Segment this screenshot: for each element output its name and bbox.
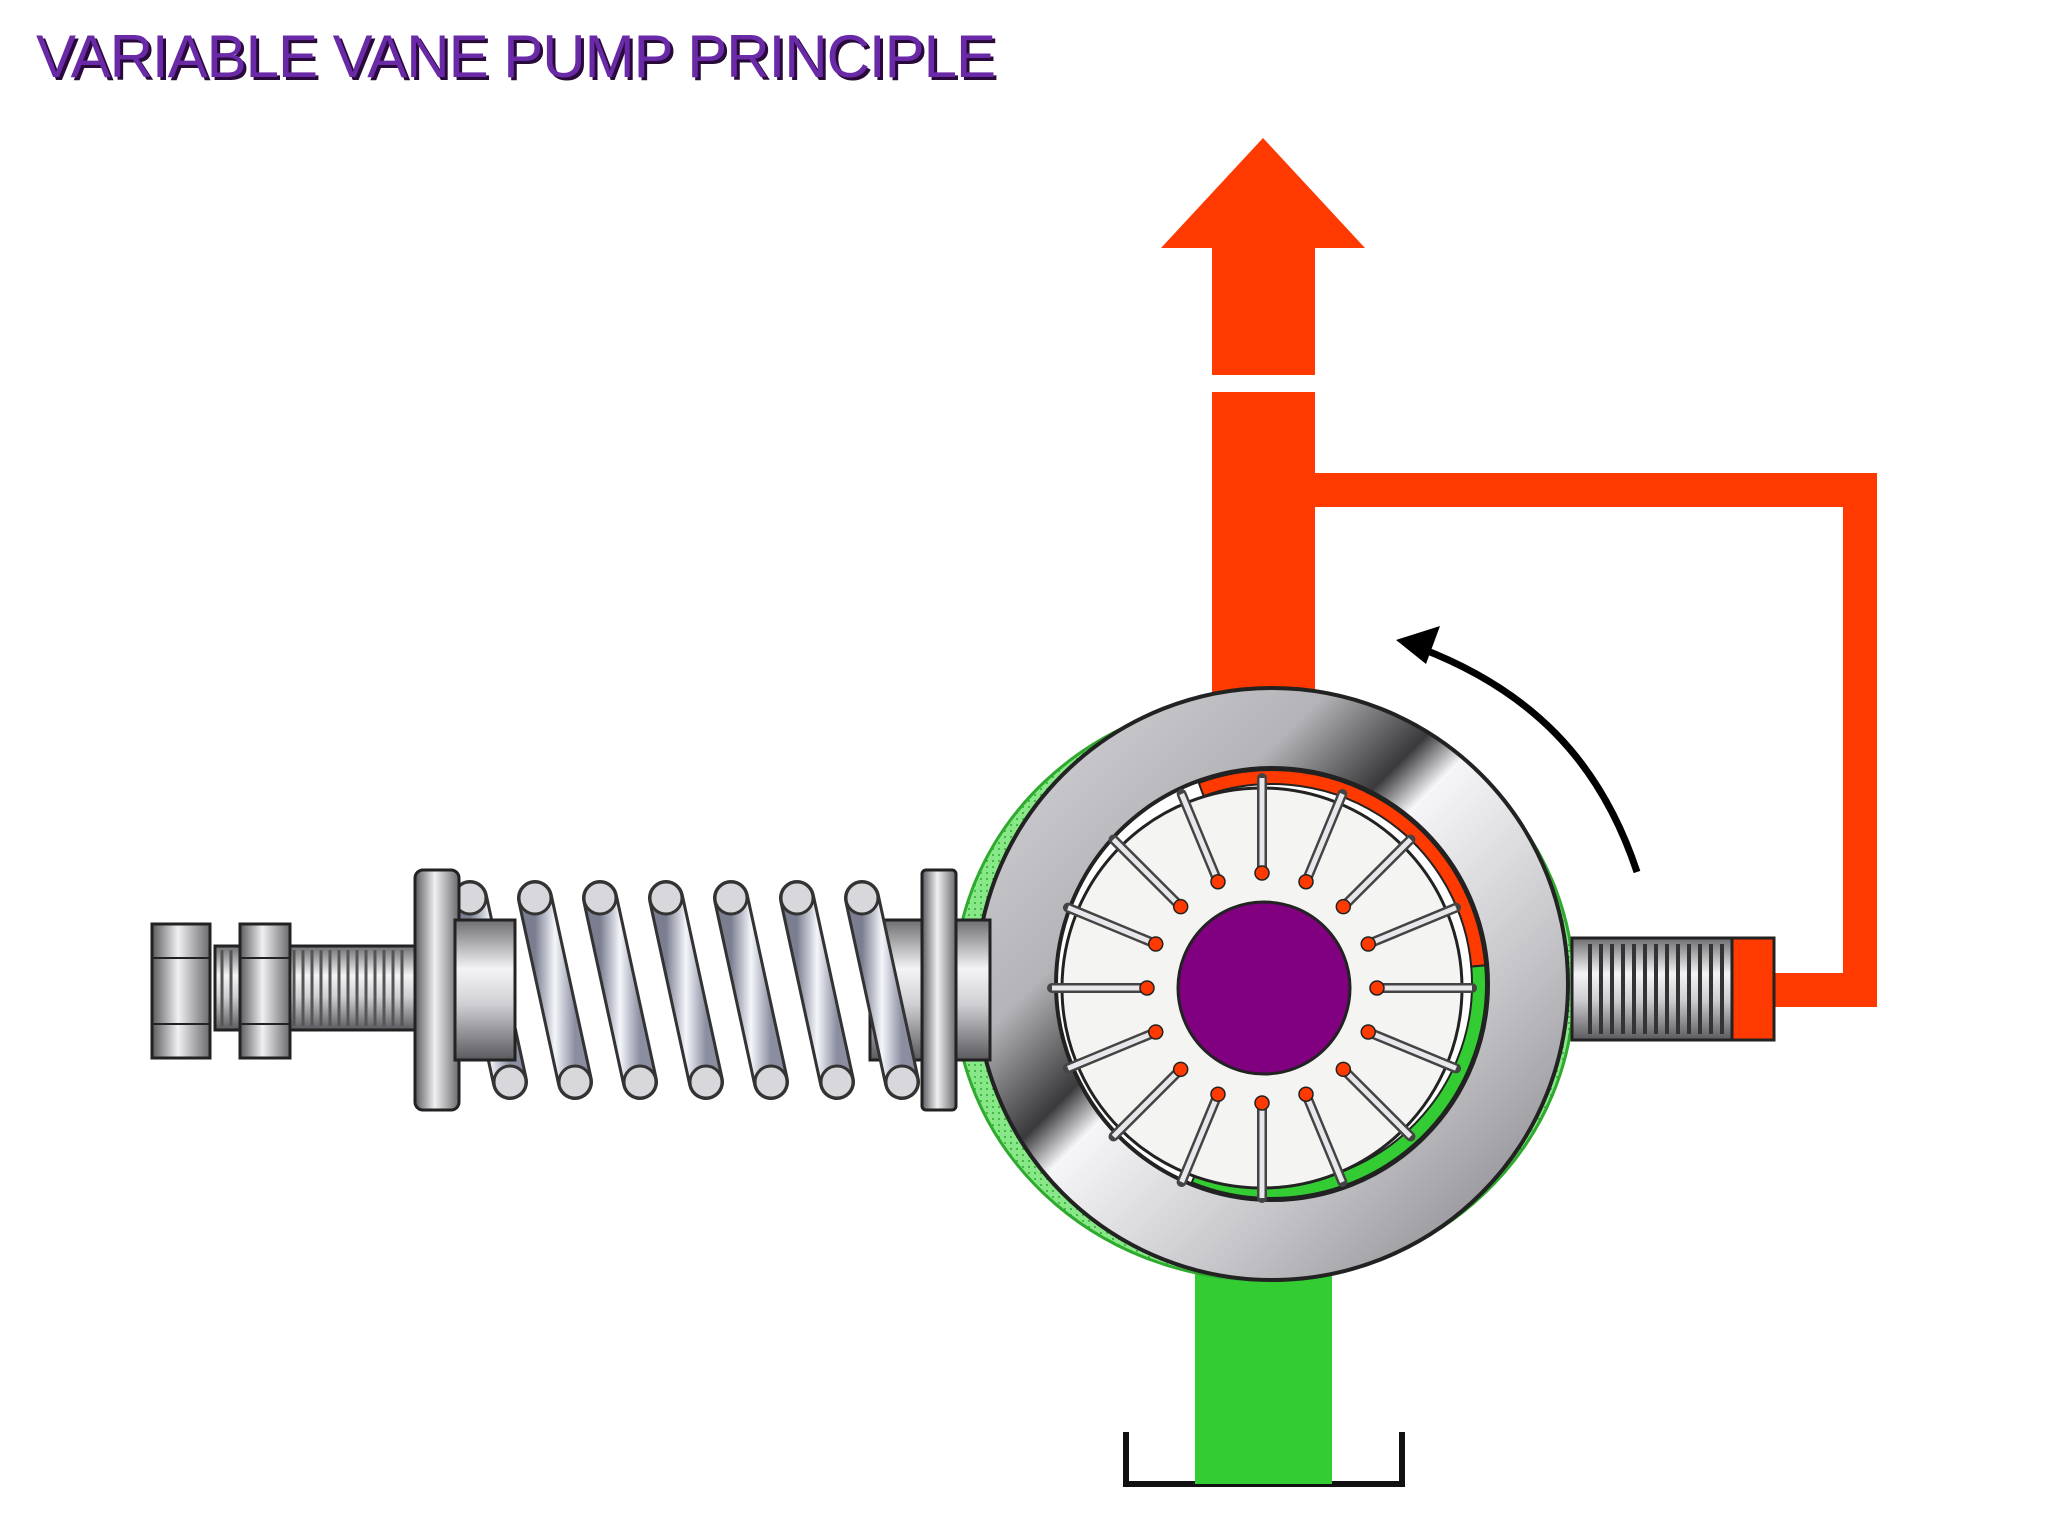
- vane-pressure-dot: [1172, 898, 1189, 915]
- vane-pressure-dot: [1360, 936, 1376, 952]
- spring-coil-bottom: [819, 1064, 855, 1100]
- vane-pressure-dot: [1335, 898, 1352, 915]
- rotation-arrow-head-icon: [1396, 626, 1440, 664]
- spring-coil-top: [648, 880, 684, 916]
- vane-highlight: [1179, 793, 1221, 883]
- vane-highlight: [1303, 1093, 1345, 1183]
- vane-pressure-dot: [1210, 874, 1226, 890]
- vane-pressure-dot: [1148, 1024, 1164, 1040]
- spring-coil-bottom: [622, 1064, 658, 1100]
- vanes: [1047, 773, 1477, 1203]
- vane-pressure-dot: [1210, 1086, 1226, 1102]
- vane-highlight: [1341, 837, 1413, 909]
- vane-highlight: [1111, 1067, 1183, 1139]
- vane-pressure-dot: [1139, 980, 1155, 996]
- spring-coil-face: [585, 883, 655, 1097]
- vane-pressure-dot: [1369, 980, 1385, 996]
- vane-pressure-dot: [1335, 1061, 1352, 1078]
- spring-coil-top: [779, 880, 815, 916]
- vane-highlight: [1367, 905, 1457, 947]
- vane-pressure-dot: [1254, 1095, 1270, 1111]
- pressure-outlet: [1161, 138, 1365, 712]
- spring-coil-face: [716, 883, 786, 1097]
- pressure-feedback-line: [1315, 473, 1877, 1007]
- vane-pressure-dot: [1254, 865, 1270, 881]
- diagram-title: VARIABLE VANE PUMP PRINCIPLE: [36, 23, 996, 90]
- hex-nut-inner: [238, 922, 292, 1060]
- vane-pressure-dot: [1360, 1024, 1376, 1040]
- spring-coil-bottom: [884, 1064, 920, 1100]
- spring-coil-face: [520, 883, 590, 1097]
- vane-highlight: [1367, 1029, 1457, 1071]
- hex-nut-outer: [150, 922, 212, 1060]
- spring-coil-face: [651, 883, 721, 1097]
- spring-coil-top: [517, 880, 553, 916]
- vane-pressure-dot: [1298, 1086, 1314, 1102]
- rotation-arrow: [1396, 626, 1641, 874]
- spring-coil-bottom: [492, 1064, 528, 1100]
- lock-nuts: [150, 922, 292, 1060]
- vane-highlight: [1303, 793, 1345, 883]
- vane-pressure-dot: [1148, 936, 1164, 952]
- vane-pressure-dot: [1298, 874, 1314, 890]
- spring-coil-bottom: [557, 1064, 593, 1100]
- feedback-piston: [1570, 936, 1776, 1042]
- spring-coil-bottom: [753, 1064, 789, 1100]
- spring-coil-top: [844, 880, 880, 916]
- spring-coil-bottom: [688, 1064, 724, 1100]
- spring-coil-top: [713, 880, 749, 916]
- spring-coil-top: [582, 880, 618, 916]
- vane-highlight: [1067, 905, 1157, 947]
- vane-pressure-dot: [1172, 1061, 1189, 1078]
- vane-highlight: [1111, 837, 1183, 909]
- vane-highlight: [1179, 1093, 1221, 1183]
- compression-spring: [452, 880, 920, 1100]
- outlet-arrow-icon: [1161, 138, 1365, 248]
- vane-highlight: [1067, 1029, 1157, 1071]
- spring-coil-face: [782, 883, 852, 1097]
- drive-shaft: [1176, 900, 1352, 1076]
- spring-coil-face: [847, 883, 917, 1097]
- vane-highlight: [1341, 1067, 1413, 1139]
